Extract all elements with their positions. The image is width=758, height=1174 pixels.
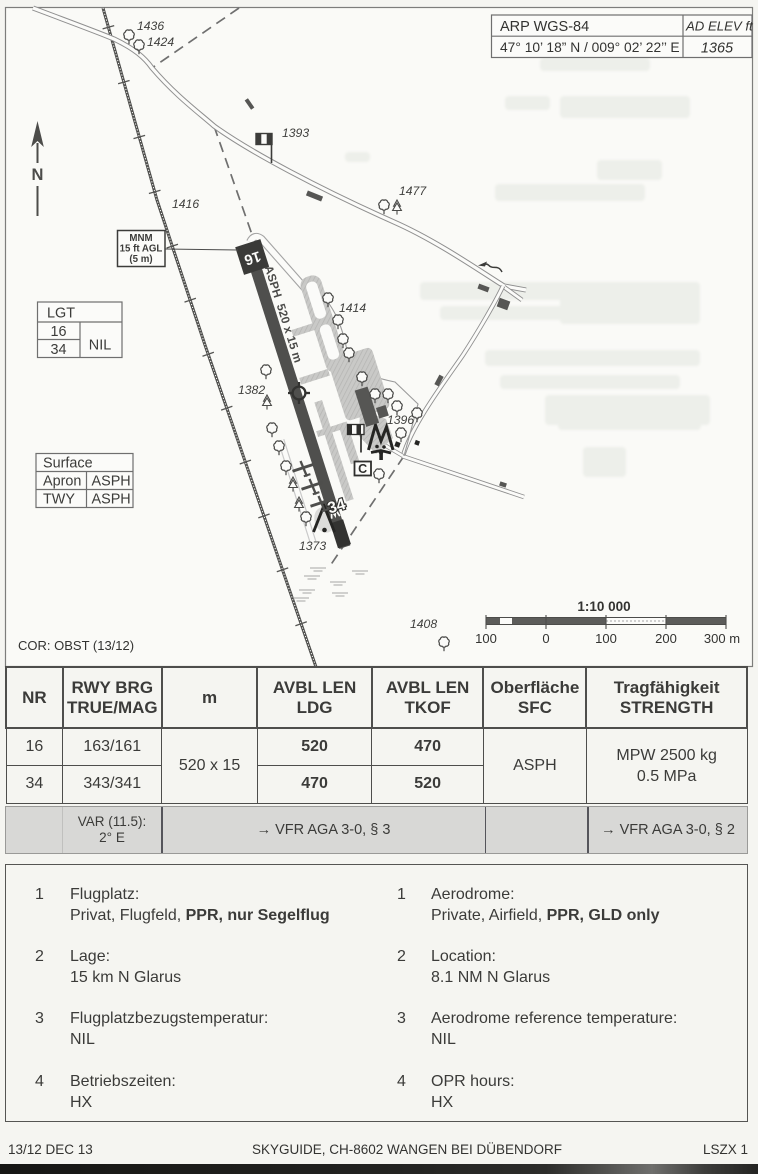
svg-text:1365: 1365 (701, 41, 734, 57)
svg-text:200: 200 (655, 631, 677, 646)
svg-text:1393: 1393 (282, 126, 309, 140)
svg-text:TWY: TWY (43, 492, 75, 508)
svg-text:NIL: NIL (89, 338, 111, 354)
svg-text:1416: 1416 (172, 197, 199, 211)
svg-text:1:10 000: 1:10 000 (577, 599, 630, 614)
svg-text:(5 m): (5 m) (129, 254, 152, 265)
svg-text:1408: 1408 (410, 617, 437, 631)
svg-text:1382: 1382 (238, 383, 265, 397)
svg-text:1424: 1424 (147, 35, 174, 49)
svg-text:1477: 1477 (399, 184, 427, 198)
svg-text:47° 10’ 18” N / 009° 02’ 22’’: 47° 10’ 18” N / 009° 02’ 22’’ E (500, 40, 680, 55)
svg-text:ASPH: ASPH (92, 492, 131, 508)
svg-text:100: 100 (595, 631, 617, 646)
svg-text:15 ft AGL: 15 ft AGL (120, 244, 163, 255)
svg-text:C: C (358, 462, 367, 476)
svg-text:1436: 1436 (137, 19, 164, 33)
svg-text:16: 16 (242, 247, 263, 267)
svg-text:0: 0 (542, 631, 549, 646)
svg-text:AD ELEV ft: AD ELEV ft (685, 19, 754, 34)
svg-text:Apron: Apron (43, 474, 81, 490)
svg-text:ASPH: ASPH (92, 474, 131, 490)
svg-text:MNM: MNM (129, 233, 152, 244)
svg-text:16: 16 (50, 324, 66, 340)
svg-text:300 m: 300 m (704, 631, 740, 646)
svg-text:100: 100 (475, 631, 497, 646)
svg-text:N: N (32, 166, 44, 184)
svg-text:ARP WGS-84: ARP WGS-84 (500, 19, 589, 35)
svg-text:Surface: Surface (43, 456, 93, 472)
svg-text:LGT: LGT (47, 306, 75, 322)
svg-text:1396: 1396 (387, 413, 414, 427)
svg-text:COR: OBST (13/12): COR: OBST (13/12) (18, 638, 134, 653)
svg-text:1414: 1414 (339, 301, 366, 315)
svg-text:1373: 1373 (299, 539, 326, 553)
svg-text:34: 34 (50, 342, 66, 358)
